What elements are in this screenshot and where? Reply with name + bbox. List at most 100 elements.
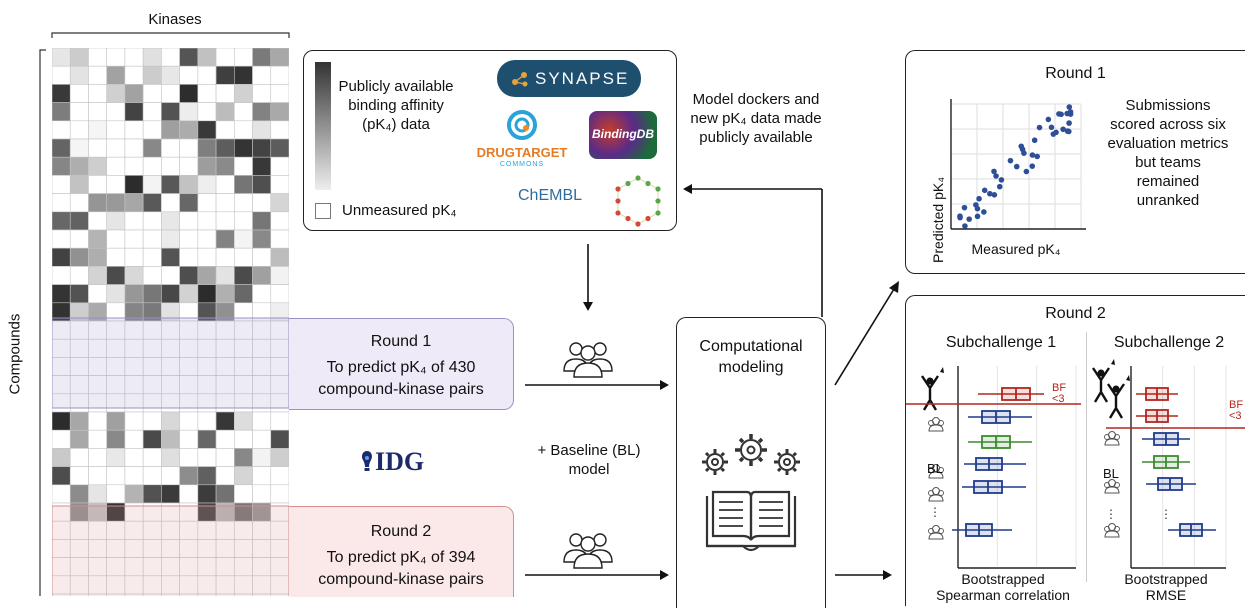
matrix-cell — [234, 448, 253, 467]
scatter-point — [1031, 137, 1038, 144]
scatter-point — [1029, 163, 1036, 169]
round2-boxplots: ⋮⋮⋮ — [906, 359, 1245, 569]
matrix-cell — [106, 484, 126, 504]
matrix-cell — [234, 466, 253, 486]
matrix-cell — [161, 484, 180, 504]
matrix-cell — [124, 484, 144, 504]
matrix-cell — [252, 65, 272, 85]
matrix-cell — [197, 65, 217, 85]
participant-icon — [928, 525, 944, 540]
gears-icon — [691, 428, 811, 488]
participant-icon — [1104, 431, 1120, 446]
matrix-cell — [234, 102, 253, 122]
matrix-cell — [215, 156, 235, 176]
subchallenge2-xlabel: Bootstrapped RMSE — [1124, 571, 1208, 603]
matrix-cell — [252, 284, 272, 304]
matrix-cell — [161, 284, 180, 304]
matrix-cell — [161, 48, 180, 67]
matrix-cell — [179, 102, 199, 122]
matrix-cell — [124, 65, 144, 85]
participant-icon — [928, 487, 944, 502]
matrix-cell — [234, 429, 253, 449]
matrix-cell — [124, 284, 144, 304]
matrix-cell — [179, 211, 199, 231]
matrix-cell — [234, 138, 253, 158]
chembl-logo: ChEMBL — [518, 175, 668, 227]
matrix-cell — [179, 175, 199, 194]
matrix-cell — [179, 156, 199, 176]
matrix-cell — [252, 429, 272, 449]
matrix-cell — [234, 175, 253, 194]
matrix-cell — [215, 593, 235, 596]
matrix-cell — [52, 284, 71, 304]
matrix-cell — [69, 429, 89, 449]
matrix-cell — [161, 266, 180, 285]
matrix-cell — [124, 593, 144, 596]
matrix-cell — [69, 448, 89, 467]
matrix-cell — [52, 466, 71, 486]
matrix-cell — [161, 429, 180, 449]
matrix-cell — [270, 229, 289, 249]
matrix-cell — [161, 593, 180, 596]
matrix-cell — [252, 466, 272, 486]
matrix-cell — [142, 48, 162, 67]
matrix-cell — [88, 266, 107, 285]
matrix-cell — [88, 156, 107, 176]
matrix-cell — [106, 156, 126, 176]
sub2-bf-label: BF <3 — [1229, 399, 1244, 422]
matrix-cell — [88, 48, 107, 67]
matrix-cell — [69, 120, 89, 140]
matrix-cell — [252, 266, 272, 285]
drugtarget-icon — [506, 109, 538, 141]
matrix-cell — [52, 211, 71, 231]
matrix-cell — [124, 175, 144, 194]
matrix-cell — [252, 484, 272, 504]
matrix-cell — [197, 211, 217, 231]
baseline-text: + Baseline (BL) model — [537, 442, 641, 478]
matrix-cell — [88, 120, 107, 140]
matrix-cell — [197, 466, 217, 486]
scatter-point — [1007, 157, 1014, 164]
matrix-cell — [161, 193, 180, 213]
matrix-cell — [270, 411, 289, 431]
matrix-cell — [197, 120, 217, 140]
matrix-cell — [161, 466, 180, 486]
participant-icon — [1104, 523, 1120, 538]
scatter-point — [987, 190, 993, 197]
matrix-cell — [179, 120, 199, 140]
scatter-point — [1013, 163, 1020, 170]
matrix-cell — [106, 593, 126, 596]
matrix-cell — [234, 156, 253, 176]
matrix-cell — [69, 411, 89, 431]
matrix-cell — [161, 65, 180, 85]
matrix-cell — [106, 229, 126, 249]
matrix-cell — [142, 466, 162, 486]
scatter-point — [1060, 126, 1066, 133]
matrix-cell — [88, 138, 107, 158]
matrix-cell — [234, 48, 253, 67]
matrix-cell — [215, 429, 235, 449]
matrix-cell — [215, 65, 235, 85]
matrix-cell — [252, 448, 272, 467]
round1-scatter-plot — [950, 99, 1086, 230]
matrix-cell — [197, 411, 217, 431]
scatter-point — [996, 183, 1003, 190]
matrix-cell — [215, 193, 235, 213]
matrix-cell — [161, 156, 180, 176]
matrix-cell — [52, 593, 71, 596]
matrix-cell — [106, 448, 126, 467]
matrix-cell — [88, 466, 107, 486]
matrix-cell — [270, 120, 289, 140]
matrix-cell — [215, 84, 235, 103]
matrix-cell — [124, 156, 144, 176]
matrix-cell — [179, 84, 199, 103]
matrix-cell — [215, 284, 235, 304]
matrix-cell — [234, 120, 253, 140]
boxplot — [1142, 432, 1190, 446]
matrix-cell — [142, 284, 162, 304]
matrix-cell — [142, 448, 162, 467]
matrix-cell — [142, 175, 162, 194]
matrix-cell — [252, 211, 272, 231]
matrix-cell — [252, 156, 272, 176]
matrix-cell — [69, 593, 89, 596]
